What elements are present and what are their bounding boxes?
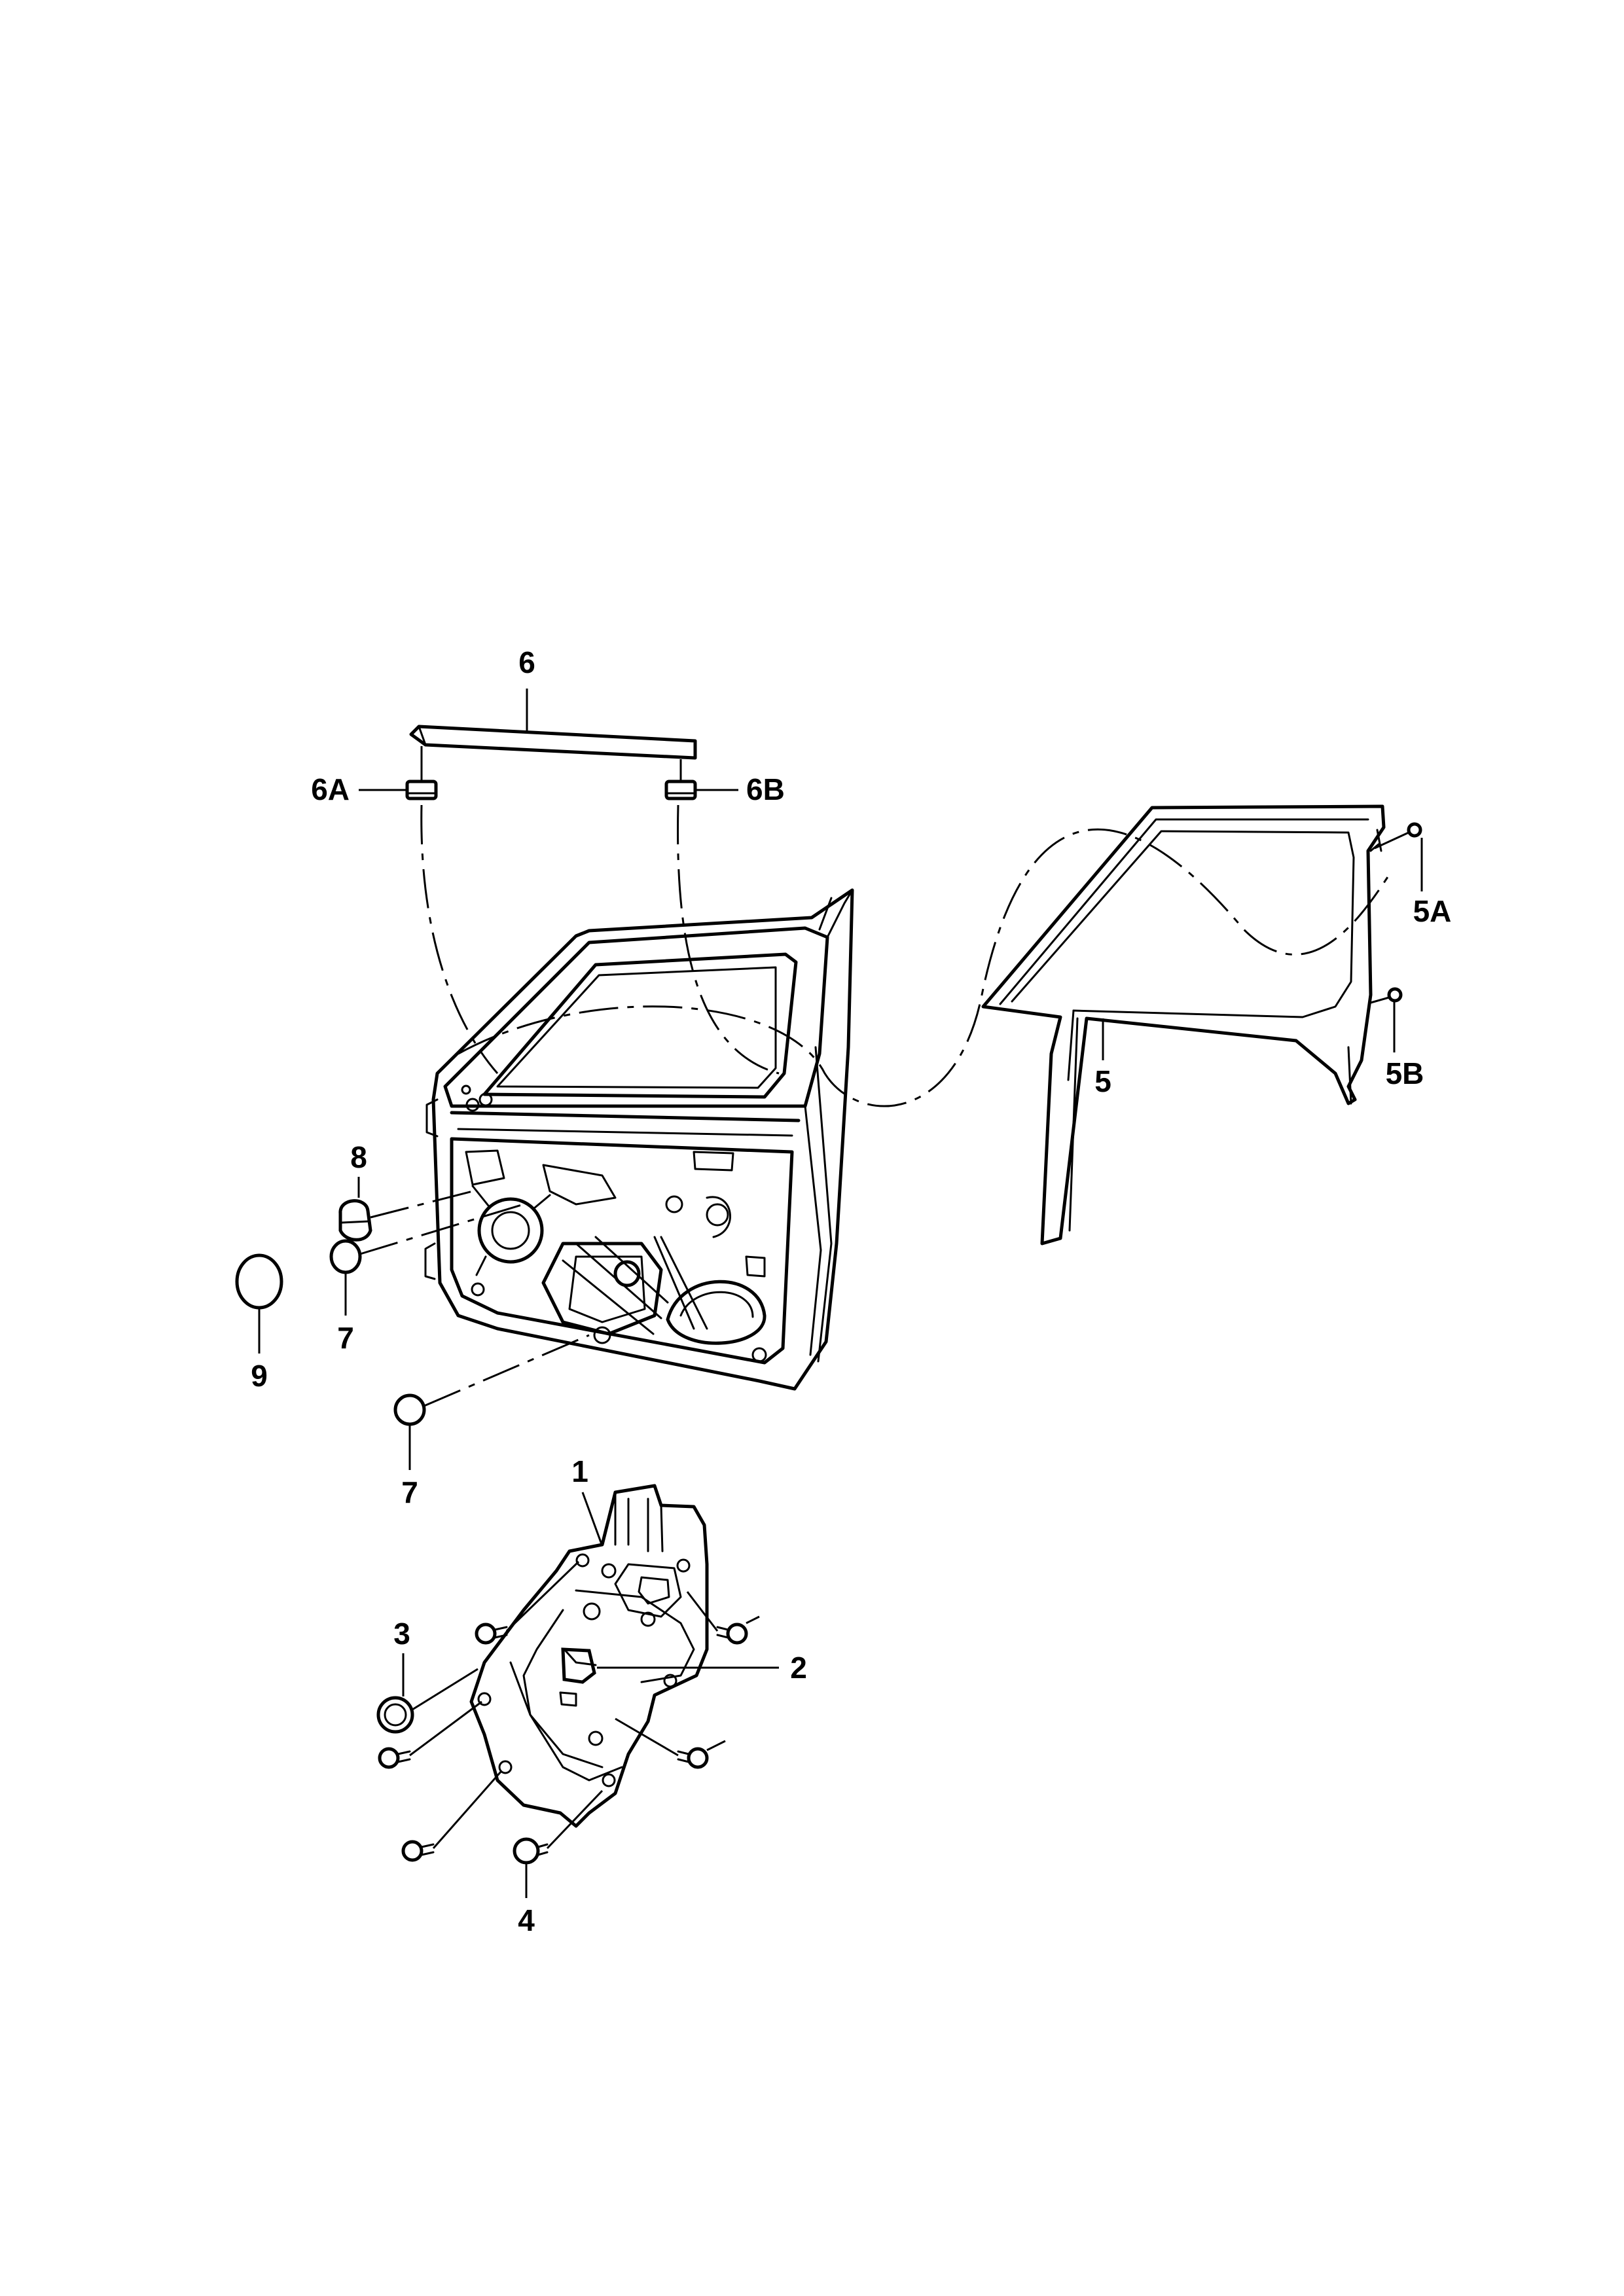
callout-9: 9 xyxy=(251,1359,268,1393)
screw-5b xyxy=(1370,987,1403,1004)
leader-3-to-part xyxy=(412,1668,478,1711)
grommet-part-7-upper xyxy=(329,1239,362,1274)
plug-part-8 xyxy=(338,1199,372,1242)
phantom-line-6a xyxy=(420,804,499,1074)
callout-6: 6 xyxy=(518,645,535,679)
callout-8: 8 xyxy=(350,1140,367,1174)
callout-5b: 5B xyxy=(1386,1056,1424,1090)
regulator-screw-1 xyxy=(475,1560,580,1645)
screw-5a xyxy=(1374,822,1422,850)
clip-6a xyxy=(405,780,438,800)
window-seal-part-5 xyxy=(981,804,1386,1246)
callout-3: 3 xyxy=(393,1617,410,1651)
callout-5a: 5A xyxy=(1413,894,1452,928)
phantom-line-7-upper xyxy=(359,1203,524,1255)
callout-5: 5 xyxy=(1094,1064,1111,1098)
window-regulator-part-1 xyxy=(469,1484,709,1828)
grommet-part-7-lower xyxy=(393,1393,426,1426)
belt-moulding-part-6 xyxy=(409,725,697,760)
regulator-screw-4 xyxy=(615,1717,726,1769)
callout-2: 2 xyxy=(790,1651,807,1685)
callout-6a: 6A xyxy=(311,772,350,806)
nut-part-4 xyxy=(513,1789,604,1865)
phantom-line-door-to-seal xyxy=(458,828,1389,1107)
grommet-part-3 xyxy=(376,1696,414,1734)
leader-1 xyxy=(581,1492,604,1547)
phantom-line-7-lower xyxy=(424,1334,590,1407)
clip-6b xyxy=(664,780,697,800)
seal-ring-part-9 xyxy=(235,1253,283,1310)
door-shell xyxy=(424,888,854,1391)
regulator-screw-5 xyxy=(401,1770,503,1862)
phantom-line-8 xyxy=(370,1189,478,1219)
regulator-screw-3 xyxy=(378,1700,482,1769)
callout-7-upper: 7 xyxy=(337,1321,354,1355)
phantom-line-6b xyxy=(677,804,780,1075)
callout-7-lower: 7 xyxy=(401,1475,418,1509)
callout-1: 1 xyxy=(571,1454,588,1488)
regulator-screw-2 xyxy=(686,1591,760,1645)
callout-4: 4 xyxy=(518,1903,535,1937)
callout-6b: 6B xyxy=(746,772,785,806)
